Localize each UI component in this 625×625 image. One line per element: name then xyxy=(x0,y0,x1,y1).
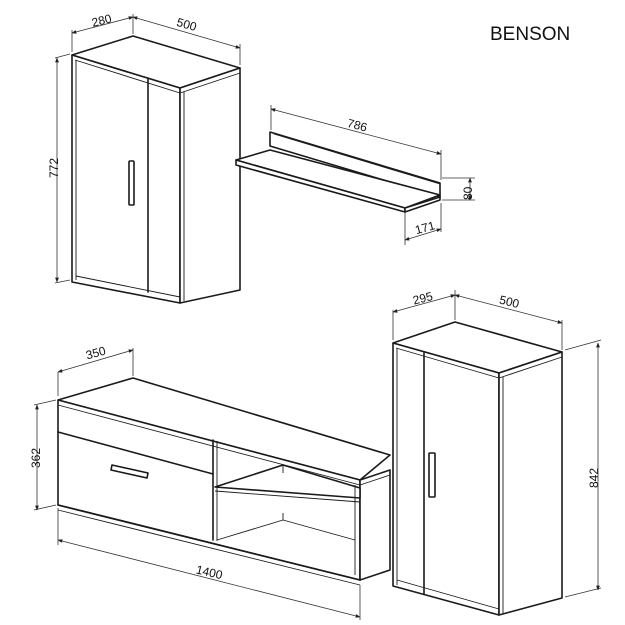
dim-shelf-depth: 171 xyxy=(413,218,436,237)
tall-cabinet: 295 500 842 xyxy=(392,289,602,616)
dim-tall-cabinet-width: 500 xyxy=(498,293,521,312)
dim-wall-cabinet-width: 500 xyxy=(175,15,198,34)
dim-tv-unit-width: 1400 xyxy=(195,562,224,582)
wall-cabinet: 280 500 772 xyxy=(47,11,241,304)
dim-wall-cabinet-height: 772 xyxy=(47,158,61,178)
door-handle xyxy=(128,160,135,206)
dim-tall-cabinet-height: 842 xyxy=(587,468,601,488)
dim-shelf-width: 786 xyxy=(346,116,369,135)
dim-wall-cabinet-depth: 280 xyxy=(90,11,113,30)
dim-tv-unit-height: 362 xyxy=(29,448,43,468)
drawer-handle xyxy=(110,464,149,479)
door-handle xyxy=(428,452,436,498)
dim-tall-cabinet-depth: 295 xyxy=(411,289,434,308)
wall-shelf: 786 80 171 xyxy=(235,105,475,245)
dim-tv-unit-depth: 350 xyxy=(84,344,107,363)
tv-unit: 350 362 1400 xyxy=(29,344,391,620)
dim-shelf-height: 80 xyxy=(461,186,475,200)
product-title: BENSON xyxy=(490,24,570,45)
